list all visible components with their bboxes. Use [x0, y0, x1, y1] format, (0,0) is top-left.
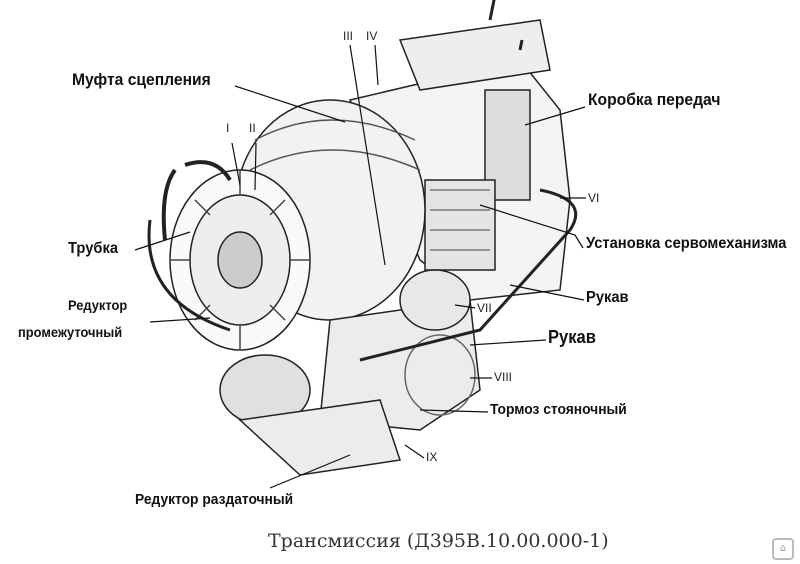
numeral-viii: VIII [494, 370, 513, 384]
numeral-vii: VII [477, 301, 492, 315]
label-intermediate-reducer-2: промежуточный [18, 324, 123, 340]
label-hose-2: Рукав [548, 327, 596, 347]
numeral-iii: III [343, 29, 354, 43]
numeral-ix: IX [426, 450, 438, 464]
numeral-i: I [226, 121, 230, 135]
numeral-vi: VI [588, 191, 600, 205]
label-tube: Трубка [68, 240, 119, 257]
label-clutch: Муфта сцепления [72, 70, 211, 89]
gear-lever-block [484, 89, 531, 201]
hose [359, 188, 578, 362]
tube [161, 160, 232, 241]
servo-unit [424, 179, 496, 271]
label-servo: Установка сервомеханизма [586, 235, 787, 252]
label-gearbox: Коробка передач [588, 90, 721, 109]
leader-lines [134, 44, 586, 489]
watermark-logo-icon: ⌂ [772, 538, 794, 560]
gearbox-cover [398, 19, 551, 91]
label-transfer-reducer: Редуктор раздаточный [135, 491, 294, 508]
figure-caption: Трансмиссия (Д395В.10.00.000-1) [268, 530, 609, 552]
label-intermediate-reducer-1: Редуктор [68, 297, 128, 313]
parking-brake-body [404, 334, 476, 416]
numeral-ii: II [249, 121, 256, 135]
label-parking-brake: Тормоз стояночный [490, 401, 627, 418]
numeral-iv: IV [366, 29, 378, 43]
label-hose-1: Рукав [586, 289, 629, 306]
